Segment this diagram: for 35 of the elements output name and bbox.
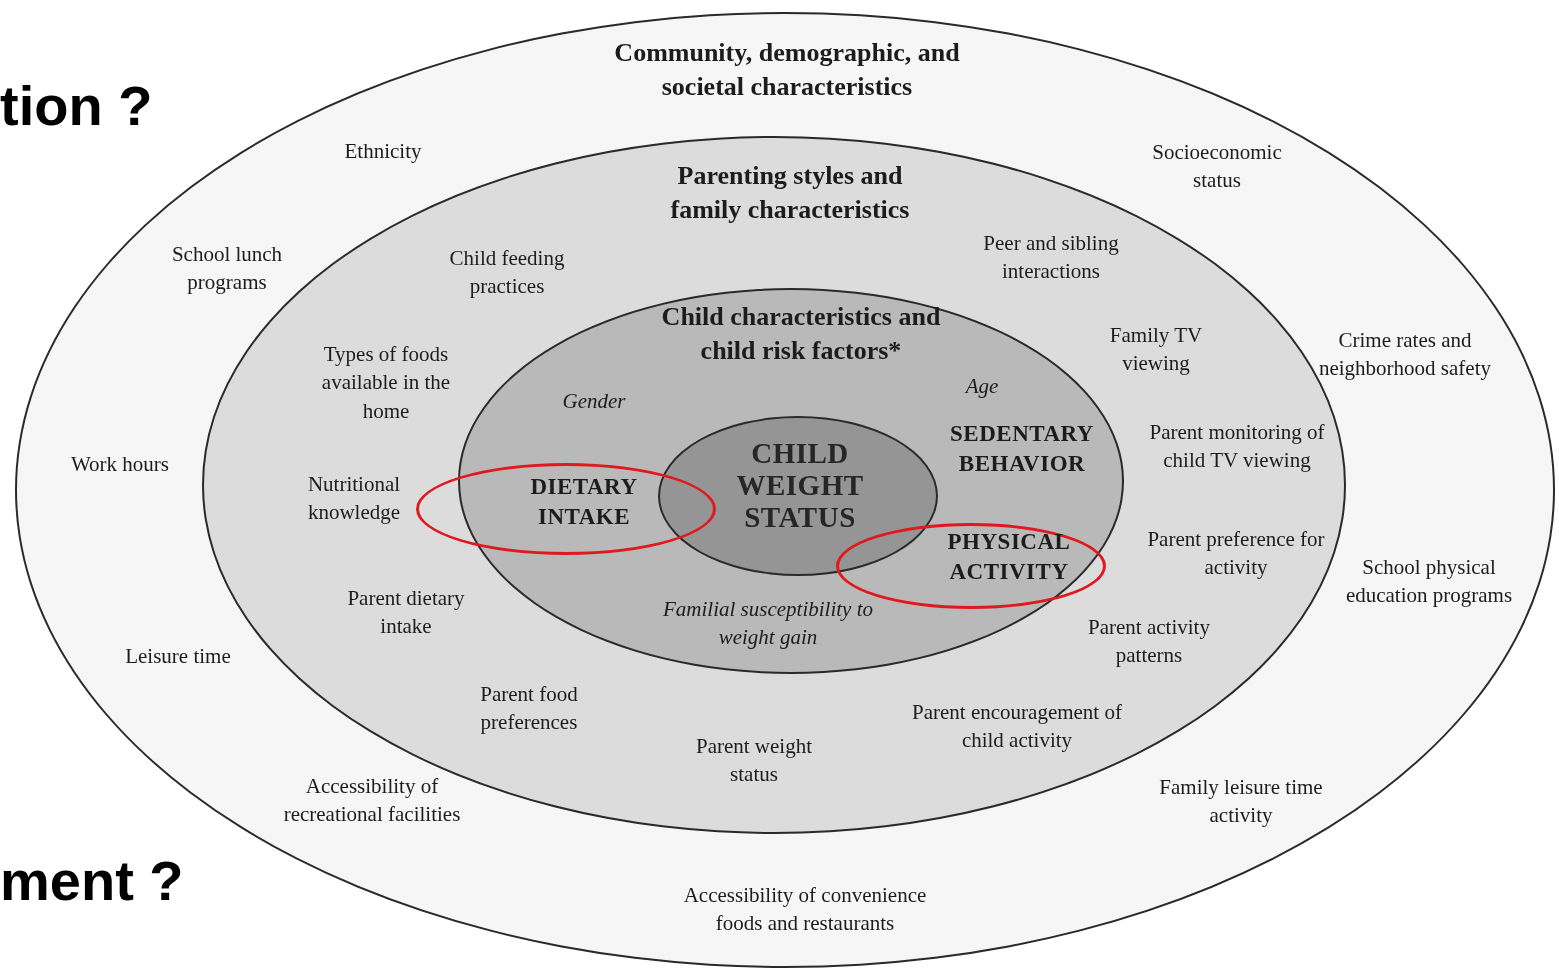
factor-label: DIETARY INTAKE xyxy=(529,473,639,531)
factor-label: School physical education programs xyxy=(1344,553,1514,609)
factor-label: Child feeding practices xyxy=(448,244,566,300)
slide-text: ment ? xyxy=(0,847,184,913)
factor-label: Crime rates and neighborhood safety xyxy=(1317,326,1492,382)
factor-label: Parent dietary intake xyxy=(346,584,466,640)
factor-label: Leisure time xyxy=(124,642,232,670)
factor-label: Types of foods available in the home xyxy=(320,341,452,426)
band-heading: Community, demographic, and societal characteristics xyxy=(613,37,961,103)
factor-label: Peer and sibling interactions xyxy=(982,229,1120,285)
highlight-ellipse xyxy=(416,463,716,555)
band-heading: Parenting styles and family characteristics xyxy=(669,160,911,226)
factor-label: Parent weight status xyxy=(694,732,814,788)
band-heading: Child characteristics and child risk factors* xyxy=(660,301,942,367)
slide-text: tion ? xyxy=(0,72,153,138)
factor-label: Parent activity patterns xyxy=(1087,613,1211,669)
factor-label: CHILD WEIGHT STATUS xyxy=(735,438,865,534)
factor-label: Socioeconomic status xyxy=(1151,138,1283,194)
factor-label: Parent encouragement of child activity xyxy=(911,698,1123,754)
factor-label: Parent monitoring of child TV viewing xyxy=(1148,418,1326,474)
factor-label: Work hours xyxy=(69,450,171,478)
factor-label: Accessibility of convenience foods and restaurants xyxy=(682,881,928,937)
factor-label: Familial susceptibility to weight gain xyxy=(662,595,874,651)
factor-label: SEDENTARY BEHAVIOR xyxy=(949,420,1095,478)
factor-label: Age xyxy=(963,372,1000,400)
factor-label: Parent food preferences xyxy=(479,680,579,736)
factor-label: School lunch programs xyxy=(170,240,284,296)
factor-label: PHYSICAL ACTIVITY xyxy=(946,528,1072,586)
factor-label: Accessibility of recreational facilities xyxy=(282,772,462,828)
factor-label: Family TV viewing xyxy=(1108,321,1204,377)
factor-label: Gender xyxy=(561,387,627,415)
factor-label: Nutritional knowledge xyxy=(306,470,402,526)
factor-label: Parent preference for activity xyxy=(1146,525,1326,581)
factor-label: Ethnicity xyxy=(343,137,423,165)
factor-label: Family leisure time activity xyxy=(1158,773,1324,829)
